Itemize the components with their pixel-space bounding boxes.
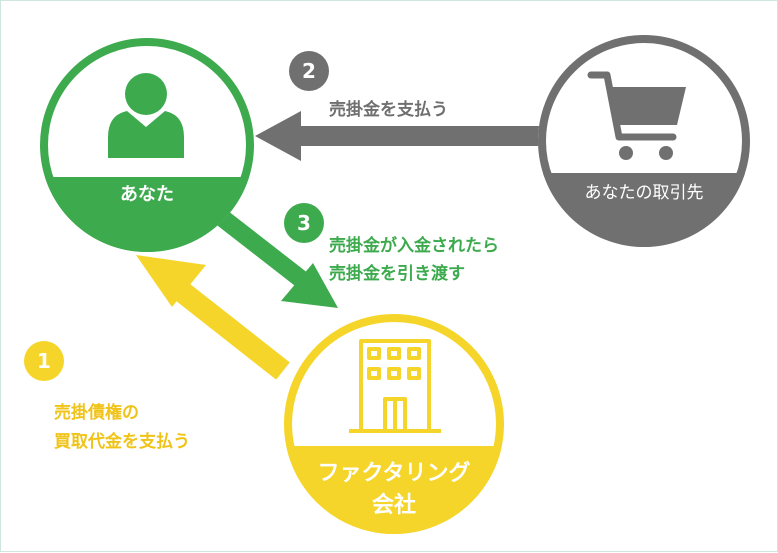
node-partner-label: あなたの取引先 [584, 183, 704, 203]
node-factoring-label-line2: 会社 [371, 493, 416, 518]
step-1-text-line2: 買取代金を支払う [54, 432, 190, 452]
step-3-text-line1: 売掛金が入金されたら [329, 236, 499, 256]
step-2-text: 売掛金を支払う [329, 100, 448, 120]
cart-icon [587, 71, 686, 160]
node-you-label: あなた [120, 184, 174, 205]
step-2-number-badge: 2 [289, 51, 329, 91]
node-partner [538, 35, 750, 247]
step-1-text-line1: 売掛債権の [54, 403, 139, 423]
step-3-number-badge: 3 [284, 203, 324, 243]
step-1-number-badge: 1 [24, 341, 64, 381]
building-icon [349, 339, 441, 433]
arrow-step-3 [210, 205, 338, 308]
arrow-step-1 [136, 255, 290, 380]
person-icon [108, 73, 184, 158]
node-factoring-label-line1: ファクタリング [317, 461, 471, 486]
step-3-text-line2: 売掛金を引き渡す [329, 264, 465, 284]
arrow-step-2 [255, 111, 539, 161]
